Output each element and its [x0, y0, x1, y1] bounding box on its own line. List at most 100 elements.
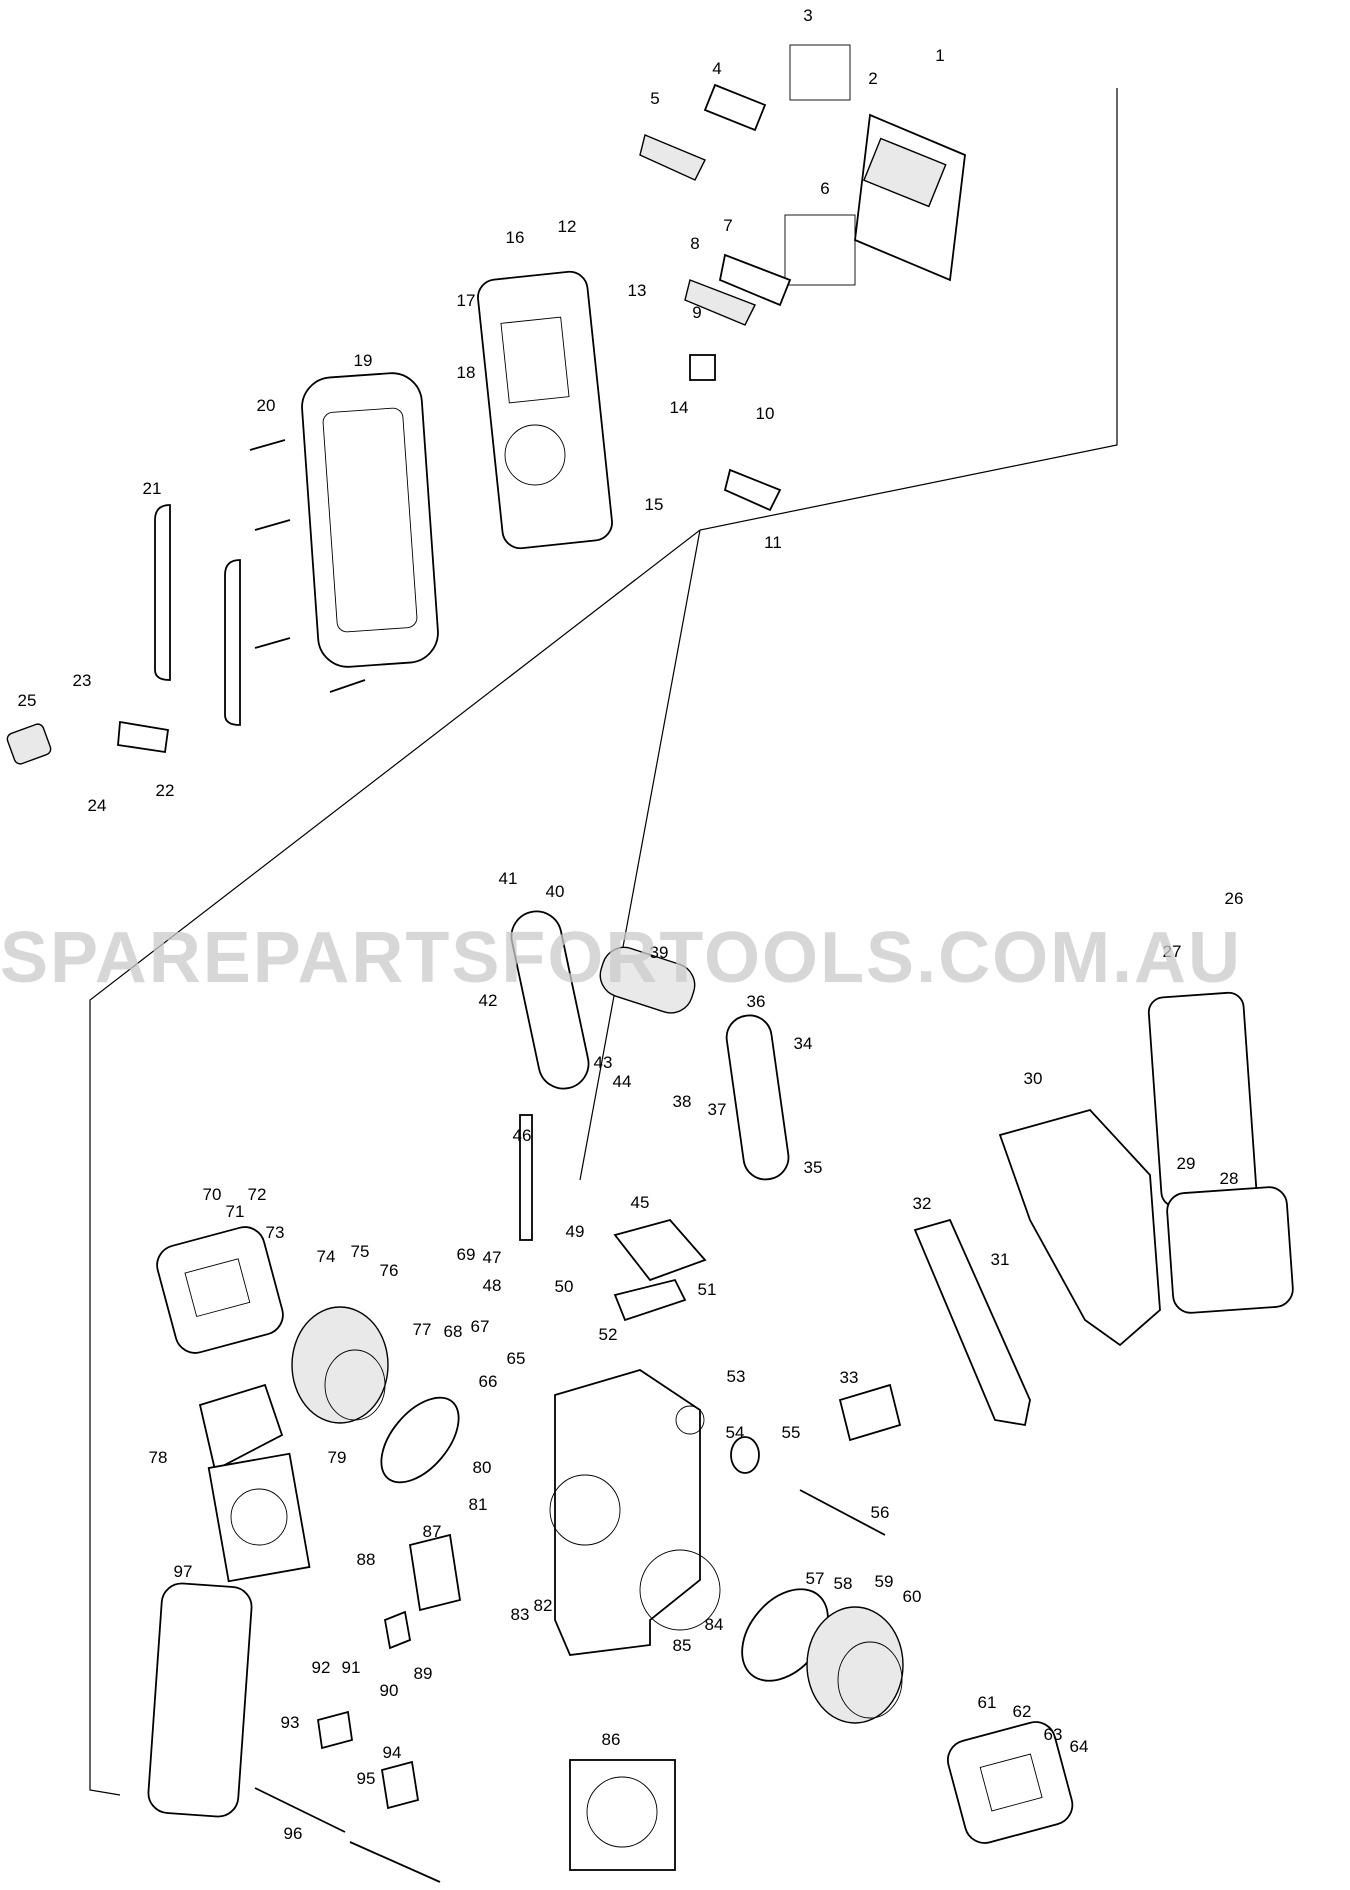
callout-54: 54	[726, 1423, 745, 1442]
callout-32: 32	[913, 1194, 932, 1213]
callout-82: 82	[534, 1596, 553, 1615]
callout-28: 28	[1220, 1169, 1239, 1188]
callout-22: 22	[156, 781, 175, 800]
board-87	[408, 1533, 462, 1612]
callout-86: 86	[602, 1730, 621, 1749]
button-strip-5	[639, 134, 706, 181]
callout-61: 61	[978, 1693, 997, 1712]
callout-38: 38	[673, 1092, 692, 1111]
lcd-display	[863, 137, 947, 208]
callout-60: 60	[903, 1587, 922, 1606]
bolt-20d	[329, 679, 366, 693]
callout-58: 58	[834, 1574, 853, 1593]
handle-rod-21a	[154, 504, 171, 681]
gasket-77	[380, 1396, 460, 1484]
callout-93: 93	[281, 1713, 300, 1732]
gasket-86	[569, 1759, 676, 1871]
callout-51: 51	[698, 1280, 717, 1299]
speaker-58	[806, 1606, 904, 1724]
callout-8: 8	[690, 234, 699, 253]
callout-33: 33	[840, 1368, 859, 1387]
terminal-51	[613, 1278, 687, 1322]
antenna-46	[519, 1114, 533, 1241]
callout-4: 4	[712, 59, 721, 78]
callout-21: 21	[143, 479, 162, 498]
callout-13: 13	[628, 281, 647, 300]
callout-43: 43	[594, 1053, 613, 1072]
bumper-frame-19	[301, 372, 439, 668]
callout-80: 80	[473, 1458, 492, 1477]
callout-29: 29	[1177, 1154, 1196, 1173]
callout-52: 52	[599, 1325, 618, 1344]
screw-set-box-6	[784, 214, 856, 286]
speaker-grille-right	[947, 1721, 1074, 1844]
gasket-32	[913, 1218, 1031, 1427]
callout-26: 26	[1225, 889, 1244, 908]
callout-64: 64	[1070, 1737, 1089, 1756]
callout-6: 6	[820, 179, 829, 198]
callout-65: 65	[507, 1349, 526, 1368]
callout-97: 97	[174, 1562, 193, 1581]
switch-9	[689, 354, 716, 381]
callout-70: 70	[203, 1185, 222, 1204]
seal-97	[147, 1582, 253, 1818]
bolt-20b	[254, 519, 291, 531]
button-strip-8	[684, 279, 756, 326]
callout-62: 62	[1013, 1702, 1032, 1721]
callout-55: 55	[782, 1423, 801, 1442]
callout-75: 75	[351, 1242, 370, 1261]
callout-63: 63	[1044, 1725, 1063, 1744]
callout-12: 12	[558, 217, 577, 236]
callout-88: 88	[357, 1550, 376, 1569]
rear-housing-assembly	[147, 910, 1294, 1883]
callout-53: 53	[727, 1367, 746, 1386]
callout-2: 2	[868, 69, 877, 88]
callout-34: 34	[794, 1034, 813, 1053]
bolt-20a	[249, 439, 286, 451]
callout-81: 81	[469, 1495, 488, 1514]
callout-66: 66	[479, 1372, 498, 1391]
callout-1: 1	[935, 46, 944, 65]
callout-9: 9	[692, 303, 701, 322]
callout-67: 67	[471, 1317, 490, 1336]
callout-74: 74	[317, 1247, 336, 1266]
callout-73: 73	[266, 1223, 285, 1242]
rear-housing-52	[554, 1369, 701, 1656]
gasket-79	[207, 1452, 311, 1583]
callout-3: 3	[803, 6, 812, 25]
button-plate-4	[703, 83, 767, 132]
callout-57: 57	[806, 1569, 825, 1588]
callout-36: 36	[747, 992, 766, 1011]
callout-30: 30	[1024, 1069, 1043, 1088]
callout-37: 37	[708, 1100, 727, 1119]
callout-95: 95	[357, 1769, 376, 1788]
front-panel-16	[477, 270, 613, 550]
callout-77: 77	[413, 1320, 432, 1339]
callout-96: 96	[284, 1824, 303, 1843]
callout-69: 69	[457, 1245, 476, 1264]
callout-20: 20	[257, 396, 276, 415]
callout-41: 41	[499, 869, 518, 888]
callout-72: 72	[248, 1185, 267, 1204]
callout-50: 50	[555, 1277, 574, 1296]
callout-92: 92	[312, 1658, 331, 1677]
callout-17: 17	[457, 291, 476, 310]
battery-housing-30	[998, 1108, 1161, 1347]
callout-44: 44	[613, 1072, 632, 1091]
board-89	[383, 1610, 412, 1650]
callout-87: 87	[423, 1522, 442, 1541]
switch-board-11	[723, 468, 782, 512]
handle-grip-39	[599, 946, 696, 1014]
callout-23: 23	[73, 671, 92, 690]
callout-10: 10	[756, 404, 775, 423]
callout-42: 42	[479, 991, 498, 1010]
front-panel-assembly	[6, 44, 966, 765]
callout-47: 47	[483, 1248, 502, 1267]
callout-45: 45	[631, 1193, 650, 1212]
callout-46: 46	[513, 1126, 532, 1145]
callout-25: 25	[18, 691, 37, 710]
callout-39: 39	[650, 943, 669, 962]
plate-22	[117, 720, 170, 754]
watermark-text: SPAREPARTSFORTOOLS.COM.AU	[0, 918, 1242, 998]
board-94	[380, 1760, 420, 1810]
